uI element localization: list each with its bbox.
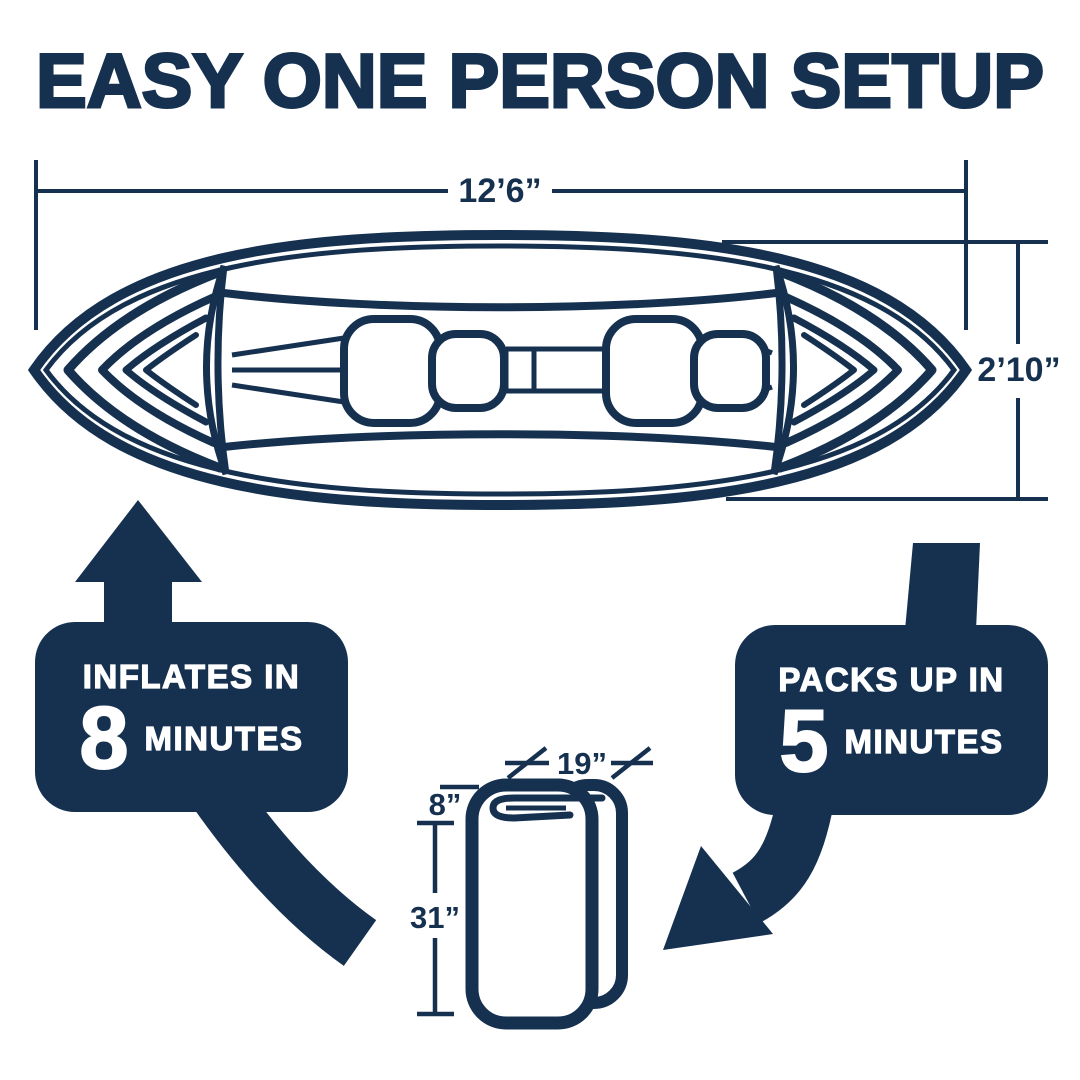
length-dimension-lines bbox=[34, 160, 968, 330]
inflate-minutes-unit: MINUTES bbox=[144, 719, 304, 757]
packed-height-label: 31” bbox=[410, 900, 460, 935]
pack-badge-line2: 5 MINUTES bbox=[779, 691, 1004, 791]
inflate-badge: INFLATES IN 8 MINUTES bbox=[35, 622, 348, 812]
kayak-top-view bbox=[27, 229, 973, 511]
front-seat-pad bbox=[428, 330, 508, 412]
cockpit-rim-bottom bbox=[223, 430, 777, 451]
inflate-badge-heading: INFLATES IN bbox=[82, 658, 301, 696]
kayak-length-label: 12’6” bbox=[458, 172, 542, 210]
packed-width-tick-right bbox=[610, 746, 652, 780]
inflate-up-arrow-icon bbox=[75, 500, 202, 632]
pack-arrows bbox=[663, 543, 980, 950]
stern-chevron-2 bbox=[782, 293, 902, 447]
packed-width-tick-left bbox=[506, 746, 548, 780]
pack-badge-heading: PACKS UP IN bbox=[778, 661, 1005, 699]
bow-chevrons bbox=[63, 267, 225, 473]
pack-badge: PACKS UP IN 5 MINUTES bbox=[735, 625, 1048, 815]
pack-down-arrow-icon bbox=[663, 846, 773, 950]
bow-chevron-4 bbox=[143, 332, 199, 408]
page-title: EASY ONE PERSON SETUP bbox=[35, 39, 1046, 124]
inflate-badge-line2: 8 MINUTES bbox=[79, 688, 304, 788]
pack-minutes-unit: MINUTES bbox=[844, 722, 1004, 760]
stern-chevron-3 bbox=[790, 314, 878, 426]
bow-chevron-3 bbox=[122, 314, 210, 426]
stern-bulkhead bbox=[770, 264, 797, 476]
inflate-minutes-number: 8 bbox=[79, 688, 130, 788]
pack-arrow-band bbox=[731, 792, 834, 924]
kayak-width-label: 2’10” bbox=[977, 351, 1061, 389]
bow-bulkhead bbox=[203, 264, 230, 476]
width-dimension-lines bbox=[722, 240, 1048, 501]
hull-outline bbox=[27, 229, 973, 511]
front-seat bbox=[340, 315, 508, 427]
bow-chevron-2 bbox=[98, 293, 218, 447]
inflate-arrows bbox=[75, 500, 377, 966]
packed-fold-line bbox=[489, 794, 606, 822]
inflate-tail bbox=[192, 773, 377, 966]
hull-inner-line bbox=[42, 243, 958, 497]
packed-depth-label: 8” bbox=[428, 787, 462, 822]
packed-dimension-lines bbox=[417, 746, 653, 1017]
packed-width-label: 19” bbox=[557, 746, 607, 781]
pack-tail bbox=[905, 543, 980, 630]
stern-chevron-4 bbox=[801, 332, 857, 408]
rear-seat bbox=[602, 315, 770, 427]
cockpit-rim-top bbox=[223, 289, 777, 312]
bow-chevron-1 bbox=[63, 267, 225, 473]
stern-chevron-1 bbox=[775, 267, 937, 473]
packed-kayak bbox=[465, 778, 628, 1030]
pack-minutes-number: 5 bbox=[779, 691, 830, 791]
stern-chevrons bbox=[775, 267, 937, 473]
packed-kayak-front bbox=[465, 778, 599, 1030]
rear-seat-backrest bbox=[602, 315, 706, 427]
rear-seat-pad bbox=[690, 330, 770, 412]
floor-line bbox=[231, 335, 345, 358]
floor-line bbox=[231, 382, 345, 405]
front-seat-backrest bbox=[340, 315, 444, 427]
